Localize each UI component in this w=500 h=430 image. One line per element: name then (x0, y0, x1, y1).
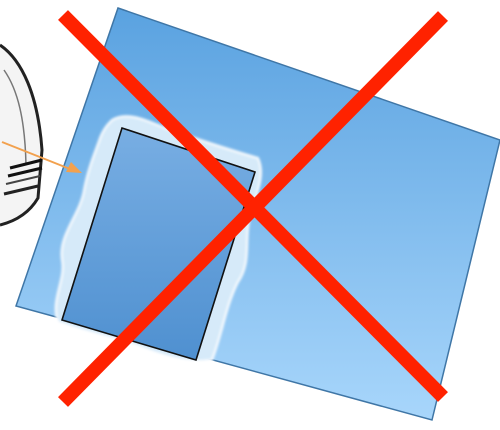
scanner-edge-icon (0, 45, 42, 225)
